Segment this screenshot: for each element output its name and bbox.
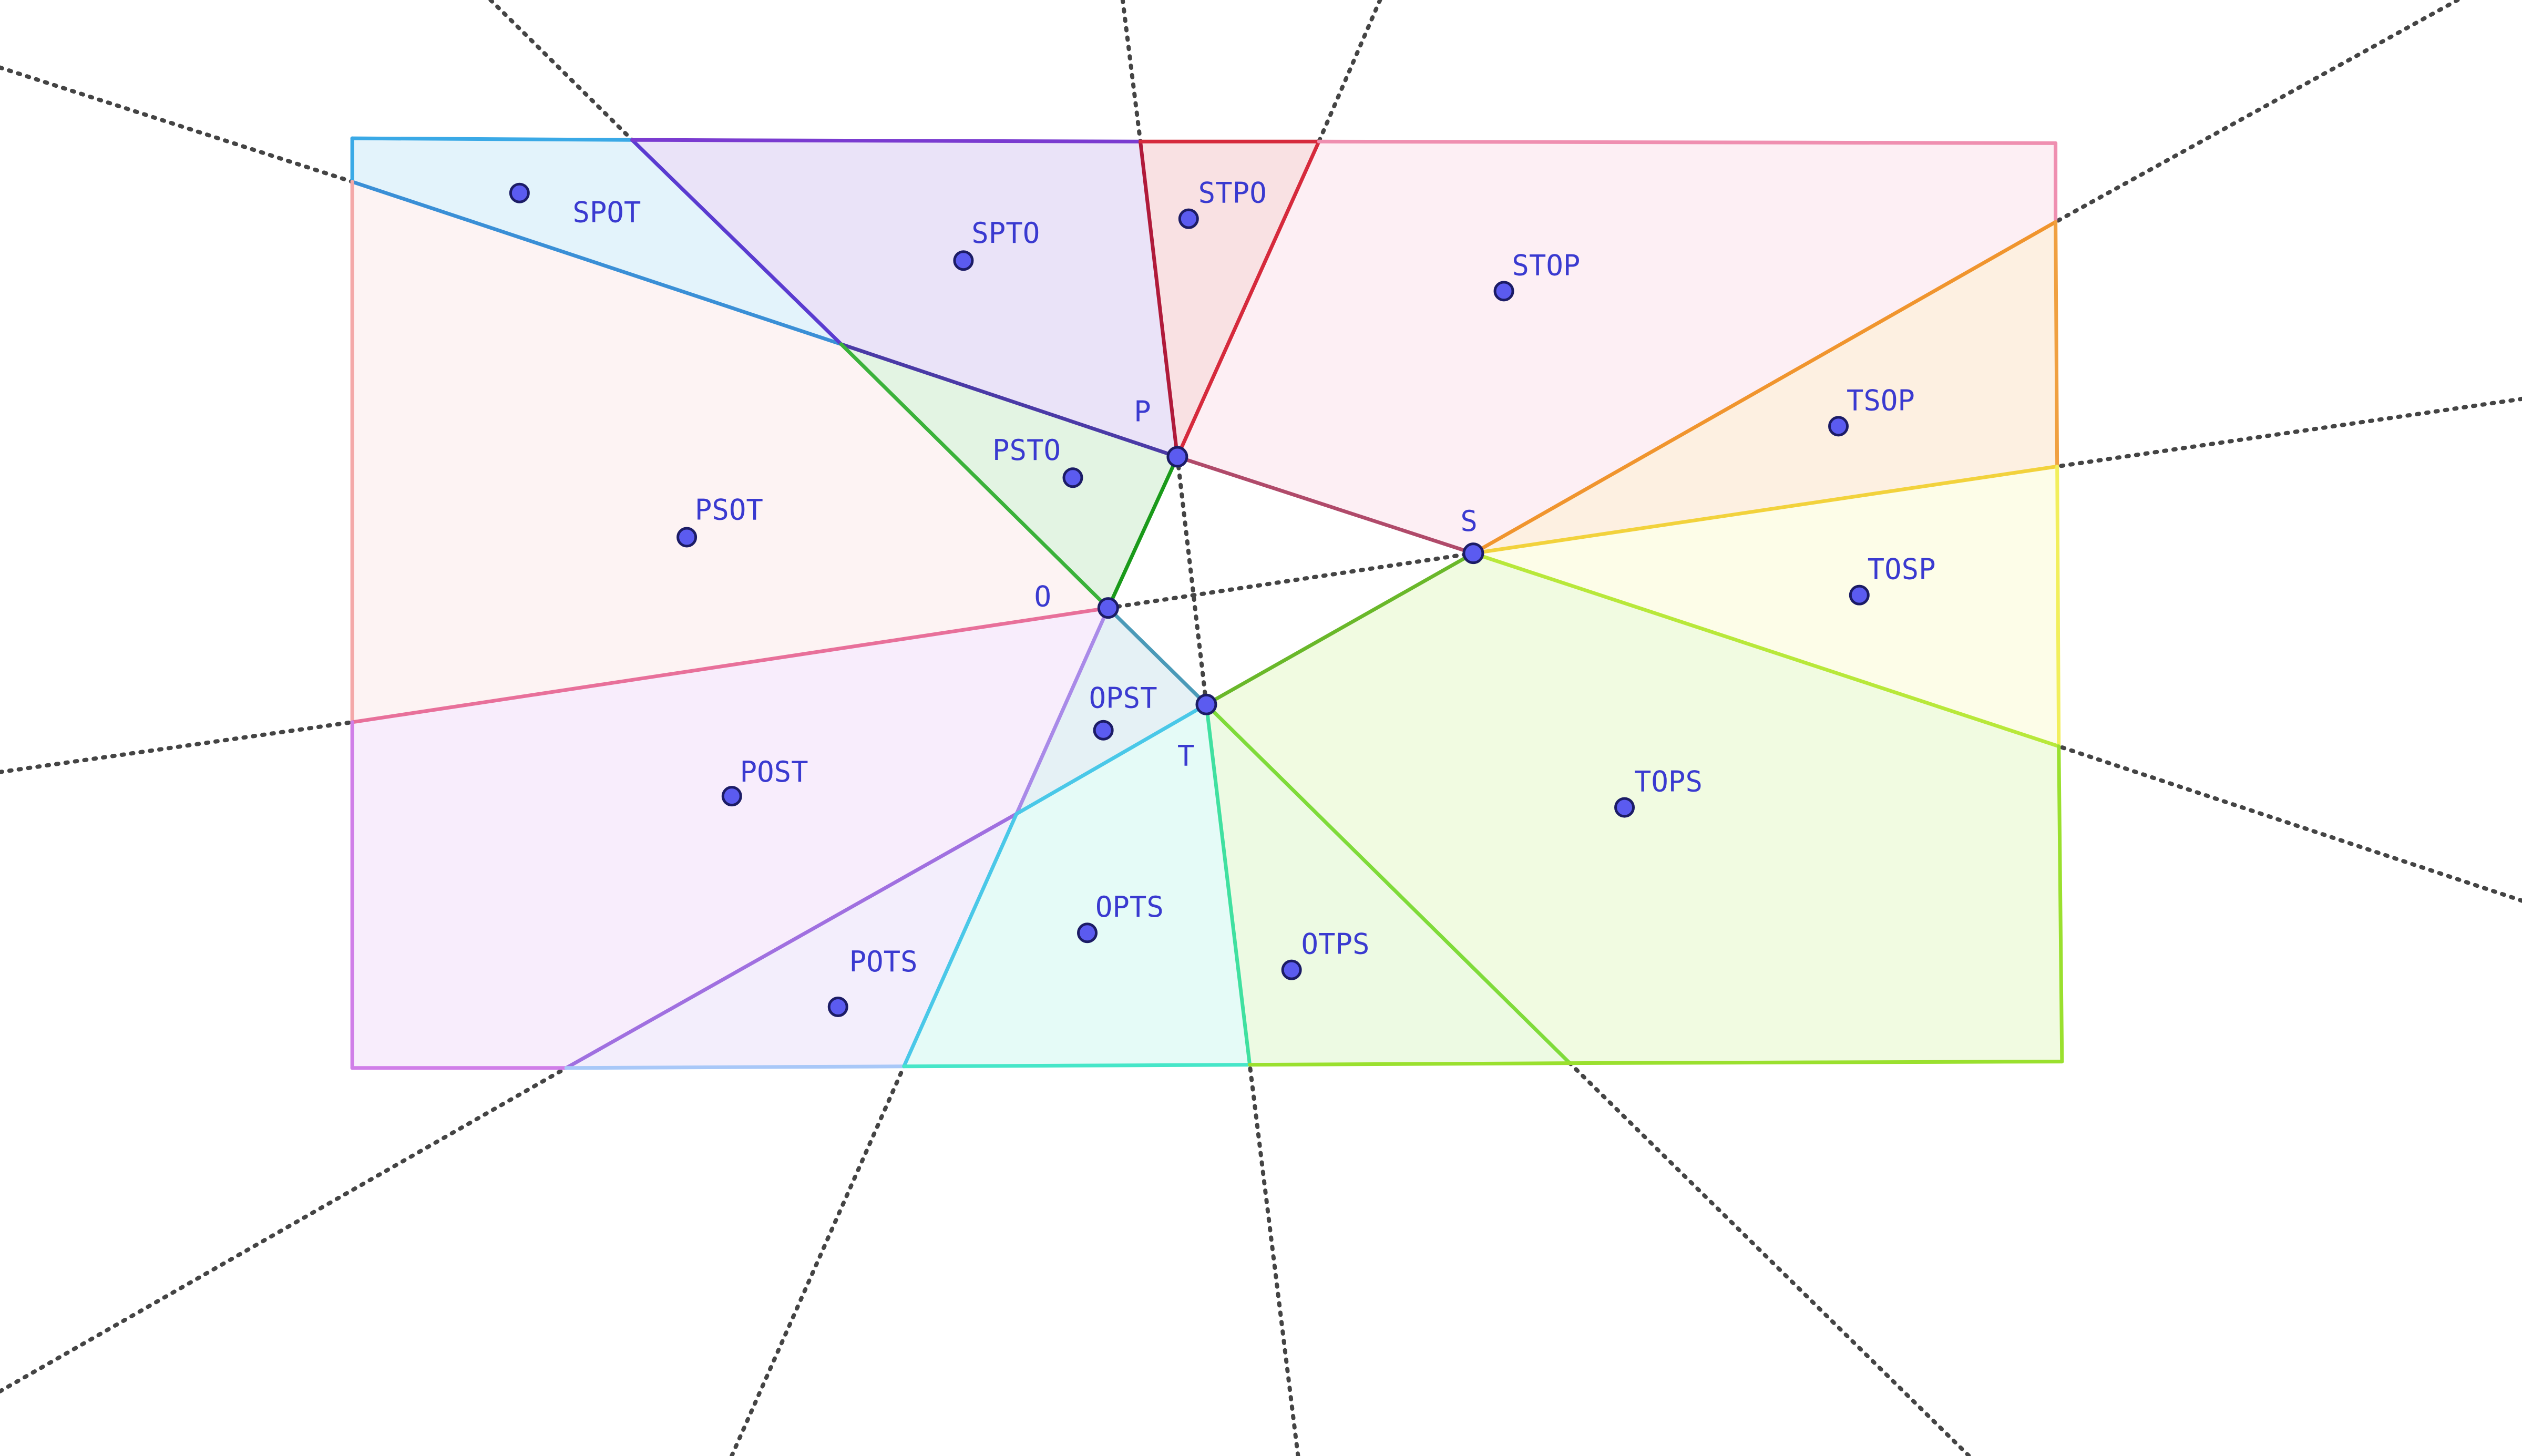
region-label-psot: PSOT [695, 493, 763, 526]
point-label-s: S [1460, 505, 1478, 538]
region-edge-7 [1139, 139, 1180, 459]
region-psot [352, 181, 1109, 722]
bisector-line-3 [1120, 0, 1143, 144]
bisector-line-11 [0, 1065, 569, 1393]
region-edge-23 [1106, 606, 1208, 706]
bisector-line-8 [1567, 1061, 1971, 1456]
bisector-line-7 [2056, 744, 2522, 903]
point-label-o: O [1034, 580, 1052, 613]
region-edge-24 [1014, 606, 1110, 816]
region-site-pots [827, 997, 848, 1018]
region-edge-9 [1175, 139, 1321, 459]
bisector-line-2 [488, 0, 634, 142]
region-site-tsop [1828, 416, 1849, 437]
region-edge-30 [902, 812, 1019, 1069]
region-site-spto [953, 250, 974, 271]
region-edge-4 [630, 138, 843, 346]
region-label-opts: OPTS [1095, 890, 1164, 924]
region-edge-19 [1471, 464, 2059, 556]
region-site-post [721, 786, 742, 807]
region-tosp [1473, 466, 2059, 746]
region-label-tops: TOPS [1634, 765, 1703, 798]
region-edge-31 [902, 1063, 1252, 1069]
region-edge-34 [1248, 1061, 1572, 1067]
region-opts [904, 704, 1250, 1067]
point-p [1166, 446, 1188, 468]
bisector-line-1 [0, 65, 355, 184]
region-label-otps: OTPS [1301, 928, 1369, 961]
region-edge-6 [839, 342, 1180, 459]
region-stop [1177, 141, 2056, 553]
region-label-opst: OPST [1089, 681, 1157, 714]
points: P O S T [1034, 395, 1484, 773]
region-edge-36 [2057, 744, 2064, 1064]
region-edge-32 [1204, 702, 1252, 1067]
region-edge-33 [1204, 702, 1572, 1065]
region-edge-12 [1175, 455, 1475, 556]
region-label-stpo: STPO [1198, 177, 1267, 210]
region-label-spot: SPOT [572, 196, 641, 229]
region-site-opts [1077, 922, 1098, 944]
region-label-post: POST [740, 755, 808, 788]
region-edge-3 [350, 180, 843, 346]
region-edge-5 [630, 138, 1143, 143]
region-label-stop: STOP [1512, 249, 1580, 282]
region-edge-18 [2054, 220, 2059, 468]
region-site-psot [676, 527, 698, 548]
bisector-line-14 [1175, 455, 1208, 707]
region-edge-29 [564, 1064, 906, 1070]
region-label-spto: SPTO [971, 217, 1040, 250]
region-site-tosp [1849, 585, 1870, 606]
region-edge-35 [1568, 1060, 2064, 1065]
region-sites: SPOT SPTO STPO STOP PSTO PSOT TSOP TOSP OPST P O S T… [509, 177, 1936, 1018]
region-label-tsop: TSOP [1847, 384, 1915, 417]
region-label-psto: PSTO [992, 434, 1061, 467]
region-edge-20 [2055, 464, 2061, 748]
region-edge-14 [1106, 455, 1180, 610]
bisector-line-6 [2055, 396, 2522, 469]
region-site-opst [1093, 720, 1114, 741]
region-edge-26 [564, 812, 1019, 1070]
bisector-line-5 [2053, 0, 2460, 224]
region-edge-10 [1317, 139, 2058, 145]
order-regions [352, 138, 2062, 1068]
region-site-otps [1281, 959, 1302, 980]
region-edge-13 [839, 342, 1110, 610]
region-site-spot [509, 182, 530, 203]
bisector-line-10 [730, 1064, 906, 1456]
region-edge-17 [1471, 220, 2058, 556]
point-label-p: P [1134, 395, 1151, 428]
region-label-tosp: TOSP [1868, 553, 1936, 586]
point-t [1195, 693, 1217, 715]
region-spot [352, 138, 842, 344]
region-edge-16 [350, 606, 1110, 724]
point-s [1462, 542, 1484, 565]
point-o [1097, 597, 1119, 619]
bisector-line-12 [0, 720, 355, 774]
region-edge-25 [1014, 702, 1208, 816]
region-edge-1 [350, 136, 634, 142]
bisector-line-4 [1317, 0, 1382, 144]
region-psto [841, 344, 1177, 608]
region-site-stpo [1178, 208, 1199, 229]
region-post [352, 608, 1109, 1068]
region-edge-21 [1471, 551, 2061, 748]
region-spto [632, 140, 1177, 457]
region-site-tops [1614, 797, 1635, 818]
bisector-line-9 [1247, 1062, 1300, 1456]
region-site-stop [1493, 281, 1514, 302]
region-edge-22 [1204, 551, 1475, 706]
region-label-pots: POTS [849, 945, 918, 978]
region-site-psto [1062, 467, 1083, 488]
region-edges [350, 136, 2064, 1070]
point-label-t: T [1177, 740, 1195, 773]
